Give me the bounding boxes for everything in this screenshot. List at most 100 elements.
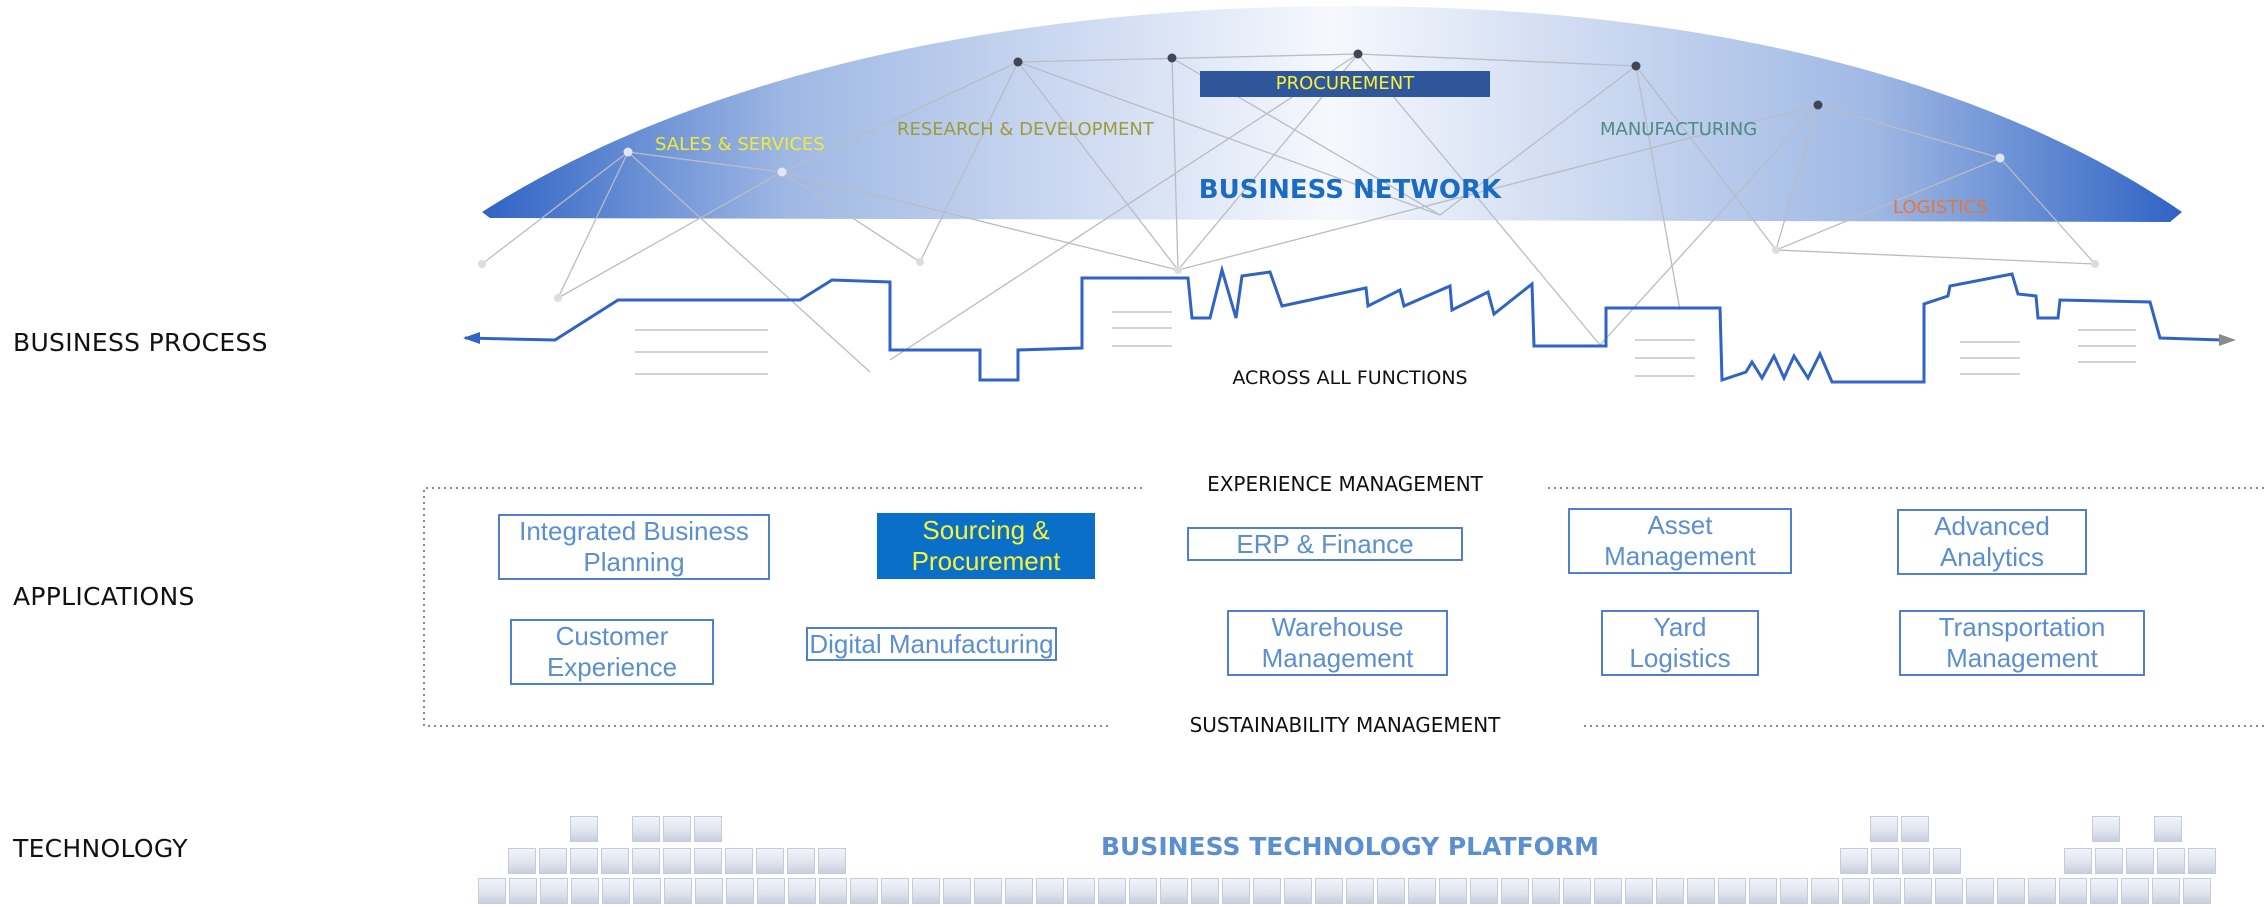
platform-block	[1036, 878, 1064, 904]
node-label-research-development: RESEARCH & DEVELOPMENT	[897, 119, 1154, 140]
platform-block	[1315, 878, 1343, 904]
platform-block	[632, 816, 660, 842]
business-network-diagram	[460, 6, 2240, 450]
row-label-technology: TECHNOLOGY	[13, 834, 188, 863]
platform-block	[694, 848, 722, 874]
platform-block	[2064, 848, 2092, 874]
platform-block	[632, 848, 660, 874]
app-digital-manufacturing[interactable]: Digital Manufacturing	[806, 627, 1057, 661]
platform-block	[1222, 878, 1250, 904]
platform-block	[509, 878, 537, 904]
platform-block	[1997, 878, 2025, 904]
platform-block	[1870, 816, 1898, 842]
platform-block	[2126, 848, 2154, 874]
business-technology-platform-label: BUSINESS TECHNOLOGY PLATFORM	[1100, 832, 1600, 861]
platform-block	[1501, 878, 1529, 904]
platform-block	[1687, 878, 1715, 904]
platform-block	[1284, 878, 1312, 904]
platform-block	[1902, 848, 1930, 874]
platform-block	[2188, 848, 2216, 874]
platform-block	[1098, 878, 1126, 904]
network-nodes	[478, 49, 2099, 302]
row-label-business-process: BUSINESS PROCESS	[13, 328, 268, 357]
platform-block	[818, 848, 846, 874]
platform-block	[1439, 878, 1467, 904]
platform-block	[570, 848, 598, 874]
platform-block	[540, 878, 568, 904]
platform-block	[1840, 848, 1868, 874]
platform-block	[726, 878, 754, 904]
platform-block	[1842, 878, 1870, 904]
platform-block	[1935, 878, 1963, 904]
platform-block	[508, 848, 536, 874]
platform-block	[602, 878, 630, 904]
platform-block	[1594, 878, 1622, 904]
platform-block	[571, 878, 599, 904]
platform-block	[663, 816, 691, 842]
network-links	[481, 53, 2096, 373]
row-label-applications: APPLICATIONS	[13, 582, 195, 611]
platform-block	[2028, 878, 2056, 904]
platform-block	[1160, 878, 1188, 904]
platform-block	[1933, 848, 1961, 874]
platform-block	[2154, 816, 2182, 842]
process-skyline	[460, 264, 2240, 450]
platform-block	[1563, 878, 1591, 904]
platform-block	[663, 848, 691, 874]
platform-block	[1129, 878, 1157, 904]
platform-block	[1871, 848, 1899, 874]
platform-block	[1749, 878, 1777, 904]
platform-block	[1470, 878, 1498, 904]
sustainability-management-caption: SUSTAINABILITY MANAGEMENT	[1189, 713, 1501, 737]
app-sourcing-procurement[interactable]: Sourcing &Procurement	[877, 513, 1095, 579]
process-caption: ACROSS ALL FUNCTIONS	[1232, 367, 1468, 389]
platform-block	[1904, 878, 1932, 904]
platform-block	[1005, 878, 1033, 904]
business-network-title: BUSINESS NETWORK	[1198, 175, 1502, 205]
platform-block	[2183, 878, 2211, 904]
platform-block	[633, 878, 661, 904]
platform-block	[2092, 816, 2120, 842]
node-label-logistics: LOGISTICS	[1893, 197, 1988, 218]
platform-block	[1811, 878, 1839, 904]
app-erp-finance[interactable]: ERP & Finance	[1187, 527, 1463, 561]
experience-management-caption: EXPERIENCE MANAGEMENT	[1207, 472, 1483, 496]
platform-block	[694, 816, 722, 842]
platform-block	[881, 878, 909, 904]
platform-block	[2090, 878, 2118, 904]
platform-block	[974, 878, 1002, 904]
platform-block	[601, 848, 629, 874]
platform-block	[1408, 878, 1436, 904]
platform-block	[2059, 878, 2087, 904]
platform-block	[1067, 878, 1095, 904]
platform-block	[1966, 878, 1994, 904]
platform-block	[2152, 878, 2180, 904]
platform-block	[756, 848, 784, 874]
platform-block	[1780, 878, 1808, 904]
platform-block	[1718, 878, 1746, 904]
platform-block	[912, 878, 940, 904]
platform-block	[2095, 848, 2123, 874]
platform-block	[1656, 878, 1684, 904]
platform-block	[1625, 878, 1653, 904]
platform-block	[695, 878, 723, 904]
platform-block	[1377, 878, 1405, 904]
platform-block	[478, 878, 506, 904]
platform-block	[664, 878, 692, 904]
network-dome	[482, 6, 2182, 222]
platform-block	[850, 878, 878, 904]
platform-block	[943, 878, 971, 904]
platform-block	[570, 816, 598, 842]
node-label-manufacturing: MANUFACTURING	[1600, 119, 1758, 140]
platform-block	[757, 878, 785, 904]
platform-block	[1901, 816, 1929, 842]
platform-block	[788, 878, 816, 904]
procurement-highlight	[1200, 71, 1490, 97]
